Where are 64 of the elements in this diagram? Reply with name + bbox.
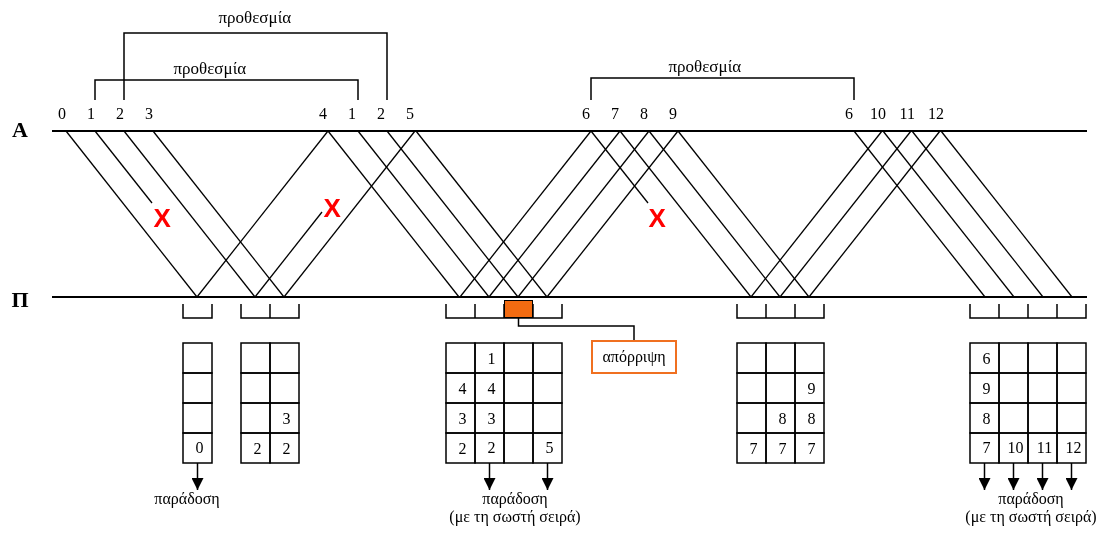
buffer-value: 5 xyxy=(545,438,554,458)
buffer-value: 8 xyxy=(778,411,787,427)
sequence-number: 4 xyxy=(319,106,327,122)
buffer-value: 3 xyxy=(487,411,496,427)
sequence-number: 2 xyxy=(116,106,124,122)
buffer-value: 8 xyxy=(807,411,816,427)
arrow xyxy=(1007,462,1020,491)
delivery-label: (με τη σωστή σειρά) xyxy=(964,508,1098,527)
deadline-label: προθεσμία xyxy=(668,57,742,75)
buffer-value: 6 xyxy=(982,351,991,367)
sequence-number: 3 xyxy=(145,106,153,122)
buffer-value: 4 xyxy=(487,381,496,397)
buffer-value: 7 xyxy=(807,441,816,457)
deadline-label: προθεσμία xyxy=(218,8,292,26)
sequence-number: 2 xyxy=(377,106,385,122)
sequence-number: 7 xyxy=(611,106,619,122)
loss-mark: X xyxy=(323,195,341,221)
arrow xyxy=(1065,462,1078,491)
delivery-label: παράδοση xyxy=(481,490,549,509)
buffer-value: 2 xyxy=(487,438,496,458)
buffer-value: 0 xyxy=(195,438,204,458)
loss-mark: X xyxy=(153,205,171,231)
sequence-number: 5 xyxy=(406,106,414,122)
buffer-value: 10 xyxy=(1007,438,1024,458)
sequence-number: 1 xyxy=(87,106,95,122)
delivery-label: παράδοση xyxy=(153,490,221,509)
discarded-slot xyxy=(504,300,533,318)
buffer-value: 9 xyxy=(807,381,816,397)
buffer-value: 2 xyxy=(458,441,467,457)
buffer-value: 7 xyxy=(749,441,758,457)
loss-mark: X xyxy=(648,205,666,231)
sequence-number: 12 xyxy=(928,106,944,122)
sequence-number: 6 xyxy=(582,106,590,122)
leader-line xyxy=(517,317,635,341)
buffer-value: 9 xyxy=(982,381,991,397)
buffer-value: 8 xyxy=(982,411,991,427)
sequence-number: 8 xyxy=(640,106,648,122)
arrow xyxy=(978,462,991,491)
buffer-value: 2 xyxy=(253,441,262,457)
arrow xyxy=(541,462,554,491)
arrow xyxy=(483,462,496,491)
buffer-value: 1 xyxy=(487,351,496,367)
arrow xyxy=(191,462,204,491)
buffer-value: 7 xyxy=(778,441,787,457)
sequence-number: 9 xyxy=(669,106,677,122)
buffer-value: 2 xyxy=(282,441,291,457)
deadline-label: προθεσμία xyxy=(173,59,247,77)
sequence-number: 1 xyxy=(348,106,356,122)
buffer-value: 3 xyxy=(282,411,291,427)
delivery-label: (με τη σωστή σειρά) xyxy=(448,508,582,527)
axis-label: Π xyxy=(11,289,29,311)
buffer-value: 3 xyxy=(458,411,467,427)
arrow xyxy=(1036,462,1049,491)
reject-box: απόρριψη xyxy=(591,340,677,374)
buffer-value: 7 xyxy=(982,438,991,458)
sequence-number: 0 xyxy=(58,106,66,122)
delivery-label: παράδοση xyxy=(997,490,1065,509)
sequence-number: 10 xyxy=(870,106,886,122)
sequence-number: 6 xyxy=(845,106,853,122)
buffer-value: 12 xyxy=(1065,438,1082,458)
buffer-value: 4 xyxy=(458,381,467,397)
sequence-number: 11 xyxy=(899,106,915,122)
buffer-value: 11 xyxy=(1036,438,1053,458)
axis-label: A xyxy=(12,119,28,141)
